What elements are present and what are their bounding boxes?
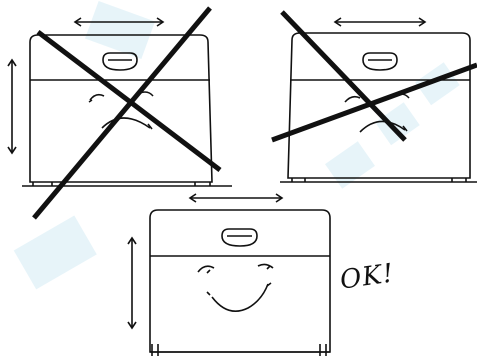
- wrong-cross-icon: [32, 6, 222, 220]
- handle-icon: [221, 228, 258, 247]
- handle-icon: [362, 52, 398, 71]
- height-arrow: [7, 58, 17, 155]
- wrong-cross-icon: [271, 10, 477, 143]
- cabinet-body: [149, 209, 331, 353]
- cabinet-body: [29, 34, 213, 183]
- width-arrow: [333, 17, 427, 27]
- height-arrow: [127, 236, 137, 330]
- width-arrow: [188, 193, 284, 203]
- panel-correct-level: [127, 193, 331, 356]
- handle-icon: [102, 52, 138, 71]
- width-arrow: [73, 17, 165, 27]
- panel-wrong-tilted: [7, 6, 232, 220]
- panel-wrong-slanted: [271, 10, 477, 183]
- happy-face-icon: [197, 263, 274, 312]
- cabinet-body: [287, 32, 471, 179]
